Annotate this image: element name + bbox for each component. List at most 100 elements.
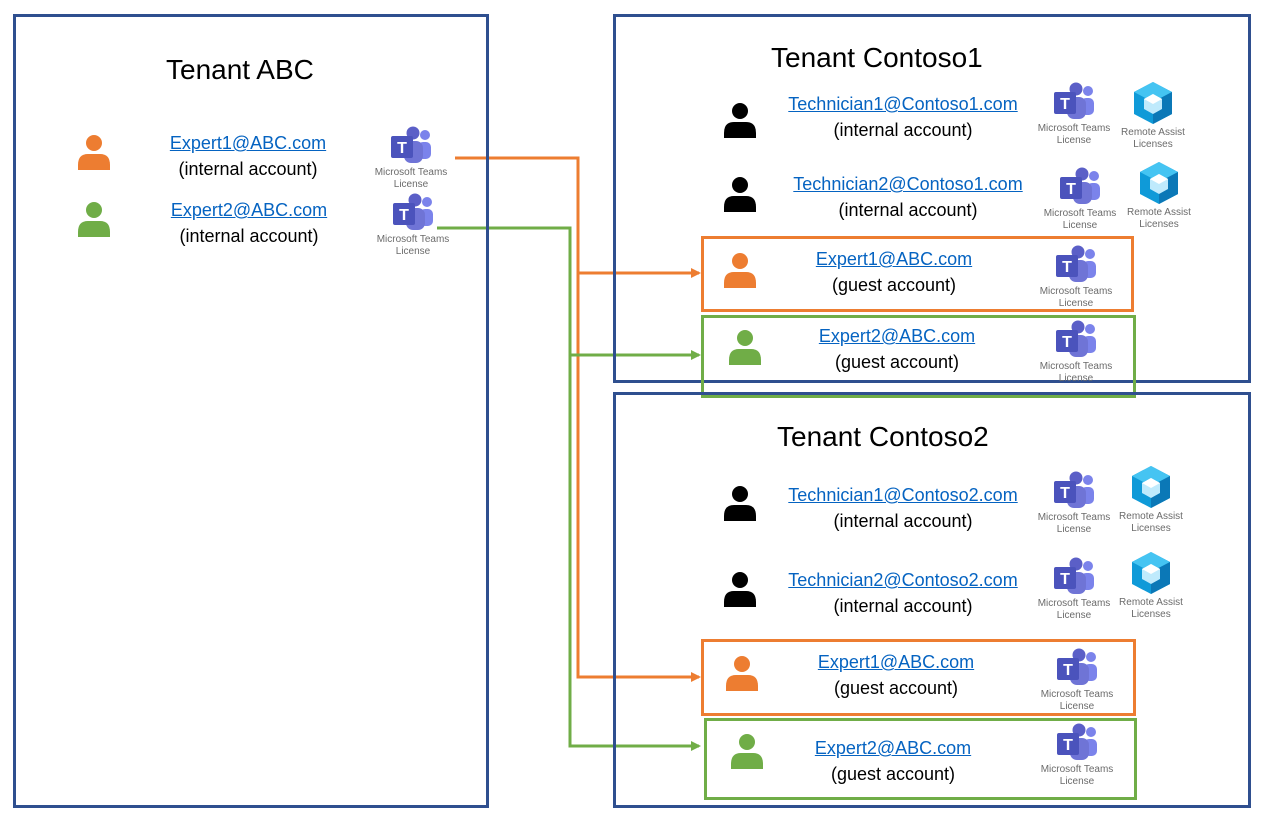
- teams-icon: T: [1056, 320, 1096, 357]
- svg-text:T: T: [1062, 259, 1072, 276]
- teams-icon: T: [1054, 82, 1094, 119]
- svg-text:T: T: [1060, 571, 1070, 588]
- person-icon: [731, 734, 763, 769]
- account-type-label: (guest account): [833, 678, 959, 698]
- email-link[interactable]: Expert2@ABC.com: [814, 738, 972, 758]
- remote-assist-icon: [1132, 466, 1170, 508]
- tenant-contoso2-box: [613, 392, 1251, 808]
- email-link[interactable]: Expert2@ABC.com: [170, 200, 328, 220]
- expert2-to-contoso1-arrow: [437, 226, 701, 360]
- teams-icon: T: [1054, 471, 1094, 508]
- user-icon: [722, 252, 758, 293]
- email-link[interactable]: Technician2@Contoso2.com: [788, 570, 1018, 590]
- teams-icon: T: [1057, 648, 1097, 685]
- account-type-label: (guest account): [834, 352, 960, 372]
- guest-expert2-contoso2-box: [704, 718, 1137, 800]
- person-icon: [724, 253, 756, 288]
- account-type-label: (internal account): [838, 200, 978, 220]
- remote-assist-icon: [1140, 162, 1178, 204]
- tenant-contoso1-box: [613, 14, 1251, 383]
- expert1-to-contoso2-arrow: [576, 273, 701, 682]
- user-icon: [724, 655, 760, 696]
- email-link[interactable]: Expert1@ABC.com: [815, 249, 973, 269]
- account-type-label: (guest account): [831, 275, 957, 295]
- remote-assist-icon: [1134, 82, 1172, 124]
- teams-icon: T: [1057, 723, 1097, 760]
- guest-expert1-contoso1-box: [701, 236, 1134, 312]
- person-icon: [724, 486, 756, 521]
- account-type-label: (internal account): [833, 596, 973, 616]
- svg-text:T: T: [1060, 485, 1070, 502]
- email-link[interactable]: Technician1@Contoso2.com: [788, 485, 1018, 505]
- user-icon: [722, 485, 758, 526]
- user-icon: [76, 134, 112, 175]
- account-type-label: (guest account): [830, 764, 956, 784]
- user-icon: [76, 201, 112, 242]
- person-icon: [724, 103, 756, 138]
- email-link[interactable]: Expert1@ABC.com: [169, 133, 327, 153]
- person-icon: [724, 572, 756, 607]
- svg-text:T: T: [1062, 334, 1072, 351]
- person-icon: [78, 202, 110, 237]
- person-icon: [726, 656, 758, 691]
- user-icon: [722, 102, 758, 143]
- teams-icon: T: [393, 193, 433, 230]
- person-icon: [724, 177, 756, 212]
- tenant-contoso1-title: Tenant Contoso1: [771, 42, 983, 73]
- account-type-label: (internal account): [179, 226, 319, 246]
- account-type-label: (internal account): [833, 511, 973, 531]
- email-link[interactable]: Expert1@ABC.com: [817, 652, 975, 672]
- email-link[interactable]: Technician2@Contoso1.com: [793, 174, 1023, 194]
- teams-icon: T: [1060, 167, 1100, 204]
- tenant-abc-title: Tenant ABC: [166, 54, 314, 85]
- guest-expert1-contoso2-box: [701, 639, 1136, 716]
- tenant-contoso2-title: Tenant Contoso2: [777, 421, 989, 452]
- svg-text:T: T: [399, 207, 409, 224]
- user-icon: [729, 733, 765, 774]
- account-type-label: (internal account): [833, 120, 973, 140]
- svg-text:T: T: [1066, 181, 1076, 198]
- expert2-to-contoso2-arrow: [568, 355, 701, 751]
- svg-text:T: T: [1060, 96, 1070, 113]
- person-icon: [78, 135, 110, 170]
- svg-text:T: T: [397, 140, 407, 157]
- svg-text:T: T: [1063, 662, 1073, 679]
- user-icon: [722, 571, 758, 612]
- email-link[interactable]: Expert2@ABC.com: [818, 326, 976, 346]
- expert1-to-contoso1-arrow: [455, 156, 701, 278]
- svg-text:T: T: [1063, 737, 1073, 754]
- teams-icon: T: [1054, 557, 1094, 594]
- teams-icon: T: [391, 126, 431, 163]
- remote-assist-icon: [1132, 552, 1170, 594]
- user-icon: [727, 329, 763, 370]
- person-icon: [729, 330, 761, 365]
- email-link[interactable]: Technician1@Contoso1.com: [788, 94, 1018, 114]
- teams-icon: T: [1056, 245, 1096, 282]
